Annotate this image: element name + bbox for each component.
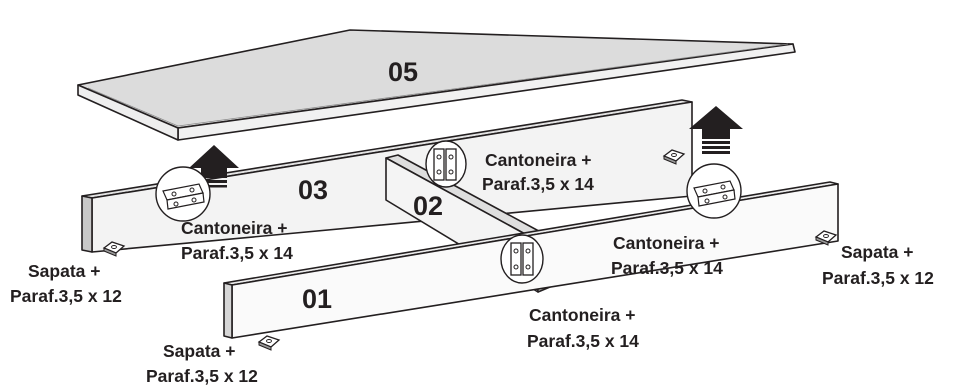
callout-cantoneira-bottom: Cantoneira + Paraf.3,5 x 14 (527, 305, 639, 351)
part-number-05: 05 (388, 57, 418, 87)
callout-line: Paraf.3,5 x 14 (527, 331, 639, 351)
part-number-02: 02 (413, 191, 443, 221)
callout-line: Cantoneira + (181, 218, 288, 238)
arrow-up-icon (189, 145, 239, 188)
part-number-03: 03 (298, 175, 328, 205)
corner-bracket-icon (425, 140, 467, 188)
callout-sapata-bottom: Sapata + Paraf.3,5 x 12 (146, 341, 258, 386)
foot-pad-icon (257, 335, 281, 351)
callout-line: Sapata + (163, 341, 235, 361)
callout-sapata-right: Sapata + Paraf.3,5 x 12 (822, 242, 934, 288)
arrow-up-icon (689, 106, 743, 154)
callout-line: Sapata + (28, 261, 100, 281)
callout-sapata-left: Sapata + Paraf.3,5 x 12 (10, 261, 122, 306)
callout-line: Paraf.3,5 x 14 (181, 243, 293, 263)
callout-line: Paraf.3,5 x 12 (822, 268, 934, 288)
callout-line: Paraf.3,5 x 12 (10, 286, 122, 306)
callout-cantoneira-top: Cantoneira + Paraf.3,5 x 14 (482, 150, 594, 194)
foot-pad-icon (662, 149, 686, 165)
callout-cantoneira-left: Cantoneira + Paraf.3,5 x 14 (181, 218, 293, 263)
foot-pad-icon (102, 241, 126, 257)
callout-line: Paraf.3,5 x 12 (146, 366, 258, 386)
callout-line: Cantoneira + (485, 150, 592, 170)
callout-line: Cantoneira + (613, 233, 720, 253)
callout-cantoneira-mid: Cantoneira + Paraf.3,5 x 14 (611, 233, 723, 278)
panel-05 (77, 29, 796, 141)
callout-line: Cantoneira + (529, 305, 636, 325)
callout-line: Sapata + (841, 242, 913, 262)
corner-bracket-icon (500, 234, 544, 284)
foot-pad-icon (814, 230, 838, 246)
callout-line: Paraf.3,5 x 14 (611, 258, 723, 278)
callout-line: Paraf.3,5 x 14 (482, 174, 594, 194)
part-number-01: 01 (302, 284, 332, 314)
detail-circle-icon (686, 163, 742, 219)
detail-circle-icon (155, 166, 211, 222)
